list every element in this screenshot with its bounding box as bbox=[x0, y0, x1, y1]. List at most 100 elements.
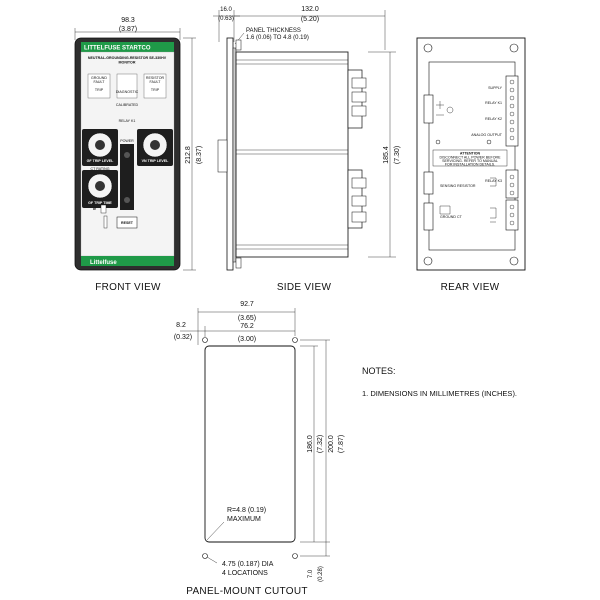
notes: NOTES: 1. DIMENSIONS IN MILLIMETRES (INC… bbox=[362, 366, 517, 398]
resistor-fault-trip: TRIP bbox=[151, 88, 160, 92]
cutout-inner-width-in: (3.00) bbox=[238, 336, 256, 343]
cutout-radius-line1: R=4.8 (0.19) bbox=[227, 507, 266, 514]
notes-title: NOTES: bbox=[362, 366, 396, 376]
rear-hole-tl bbox=[423, 43, 433, 53]
cutout-outer-width-mm: 92.7 bbox=[240, 301, 254, 308]
relay-k1-label: RELAY K1 bbox=[119, 119, 136, 123]
gf-trip-level-label: GF TRIP LEVEL bbox=[87, 159, 114, 163]
resistor-fault-led-box bbox=[143, 73, 167, 99]
cutout-inner-height-in: (7.32) bbox=[317, 435, 324, 453]
resistor-fault-label-1: RESISTOR bbox=[146, 76, 165, 80]
side-flange-in: (0.63) bbox=[218, 16, 234, 22]
rear-hole-br bbox=[509, 256, 519, 266]
rear-terminal-strip-mid bbox=[505, 169, 519, 199]
panel-thickness-line2: 1.6 (0.06) TO 4.8 (0.19) bbox=[246, 35, 309, 41]
rear-hole-bl bbox=[423, 256, 433, 266]
vn-trip-level-knob bbox=[150, 140, 160, 150]
side-depth-in: (5.20) bbox=[301, 16, 319, 23]
side-height-mm: 185.4 bbox=[383, 146, 390, 164]
rear-attention-line-3: FOR INSTALLATION DETAILS. bbox=[445, 163, 495, 167]
rear-label-ground-ct: GROUND CT bbox=[440, 215, 463, 219]
rear-label-relay-k2: RELAY K2 bbox=[485, 117, 502, 121]
cutout-hole-line1: 4.75 (0.187) DIA bbox=[222, 561, 274, 568]
front-height-mm: 212.8 bbox=[185, 146, 192, 164]
side-mount-screw-bottom bbox=[235, 257, 242, 269]
reset-label: RESET bbox=[121, 221, 134, 225]
resistor-fault-label-2: FAULT bbox=[150, 80, 162, 84]
rear-terminal-strip-bottom bbox=[505, 199, 519, 231]
front-view-label: FRONT VIEW bbox=[95, 282, 161, 293]
front-width-mm: 98.3 bbox=[121, 17, 135, 24]
rear-left-strip-mid bbox=[423, 171, 434, 195]
ground-fault-label-2: FAULT bbox=[94, 80, 106, 84]
model-line2: MONITOR bbox=[119, 61, 136, 65]
cutout-hole-tl bbox=[202, 337, 208, 343]
side-flange-mm: 16.0 bbox=[220, 7, 232, 13]
side-view-label: SIDE VIEW bbox=[277, 282, 332, 293]
cutout-view-label: PANEL-MOUNT CUTOUT bbox=[186, 586, 308, 597]
diagnostic-label: DIAGNOSTIC bbox=[116, 90, 139, 94]
rear-attention-line-1: DISCONNECT ALL POWER BEFORE bbox=[439, 156, 501, 160]
rear-hole-tr bbox=[509, 43, 519, 53]
power-label: POWER bbox=[120, 139, 134, 143]
gf-trip-time-label: GF TRIP TIME bbox=[88, 201, 112, 205]
connector-screw-bottom bbox=[124, 197, 130, 203]
rear-label-relay-k3: RELAY K3 bbox=[485, 179, 502, 183]
front-height-in: (8.37) bbox=[196, 146, 203, 164]
usb-port bbox=[100, 204, 107, 214]
cutout-offset-in: (0.32) bbox=[174, 334, 192, 341]
brand-header: LITTELFUSE STARTCO bbox=[84, 46, 151, 52]
ground-fault-led-box bbox=[87, 73, 111, 99]
sd-slot bbox=[103, 215, 108, 229]
cutout-outline bbox=[204, 345, 296, 543]
cutout-radius-line2: MAXIMUM bbox=[227, 516, 261, 523]
ground-fault-trip: TRIP bbox=[95, 88, 104, 92]
cutout-bottom-in: (0.28) bbox=[318, 566, 324, 582]
ground-fault-label-1: GROUND bbox=[91, 76, 107, 80]
rear-label-supply: SUPPLY bbox=[488, 86, 503, 90]
brand-footer-bar bbox=[81, 256, 174, 266]
usb-icon: ⇄ bbox=[93, 206, 97, 211]
gf-trip-time-knob bbox=[95, 181, 105, 191]
vn-trip-level-label: VN TRIP LEVEL bbox=[142, 159, 169, 163]
front-connector-strip bbox=[120, 144, 134, 210]
side-bezel bbox=[226, 37, 234, 271]
side-height-in: (7.30) bbox=[394, 146, 401, 164]
rear-screw-right bbox=[486, 139, 492, 145]
cutout-outer-height-in: (7.87) bbox=[338, 435, 345, 453]
cutout-hole-line2: 4 LOCATIONS bbox=[222, 570, 268, 577]
side-front-knob-profile bbox=[217, 139, 228, 173]
front-view: 98.3 (3.87) 212.8 (8.37) LITTELFUSE STAR… bbox=[74, 17, 203, 293]
rear-view: SUPPLY RELAY K1 RELAY K2 RELAY K3 ANALOG… bbox=[416, 37, 526, 293]
brand-header-bar bbox=[81, 42, 174, 52]
cutout-outer-width-in: (3.65) bbox=[238, 315, 256, 322]
rear-attention-title: ATTENTION bbox=[460, 152, 481, 156]
front-width-in: (3.87) bbox=[119, 26, 137, 33]
cutout-outer-height-mm: 200.0 bbox=[328, 435, 335, 453]
gf-trip-level-knob bbox=[95, 140, 105, 150]
reset-button[interactable] bbox=[116, 216, 138, 229]
cutout-inner-width-mm: 76.2 bbox=[240, 323, 254, 330]
rear-left-strip-bottom bbox=[423, 202, 434, 231]
rear-attention-line-2: SERVICING. REFER TO MANUAL bbox=[442, 159, 498, 163]
side-view: 16.0 (0.63) 132.0 (5.20) PANEL THICKNESS… bbox=[213, 6, 401, 293]
panel-thickness-line1: PANEL THICKNESS bbox=[246, 28, 301, 34]
rear-label-relay-k1: RELAY K1 bbox=[485, 101, 502, 105]
notes-item-1: 1. DIMENSIONS IN MILLIMETRES (INCHES). bbox=[362, 389, 517, 398]
side-enclosure bbox=[235, 51, 349, 258]
cutout-bottom-mm: 7.0 bbox=[308, 569, 314, 578]
rear-terminal-strip-top bbox=[505, 75, 519, 147]
connector-screw-top bbox=[124, 152, 130, 158]
rear-view-label: REAR VIEW bbox=[441, 282, 500, 293]
cutout-view: 92.7 (3.65) 76.2 (3.00) 8.2 (0.32) 186.0… bbox=[174, 301, 345, 597]
rear-attention-box bbox=[432, 149, 508, 167]
brand-footer: Littelfuse bbox=[90, 260, 117, 266]
side-depth-mm: 132.0 bbox=[301, 6, 319, 13]
diagnostic-led-box bbox=[116, 73, 138, 99]
rear-label-sensing-resistor: SENSING RESISTOR bbox=[440, 184, 476, 188]
cutout-hole-br bbox=[292, 553, 298, 559]
cutout-inner-height-mm: 186.0 bbox=[307, 435, 314, 453]
rear-label-analog-output: ANALOG OUTPUT bbox=[471, 133, 503, 137]
calibrated-label: CALIBRATED bbox=[116, 103, 139, 107]
